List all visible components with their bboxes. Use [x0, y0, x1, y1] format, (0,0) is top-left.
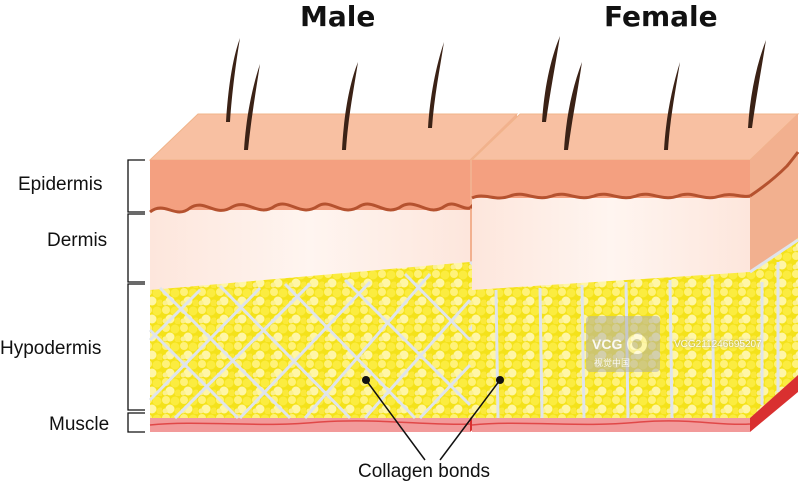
female-right-side [750, 114, 798, 290]
female-skin-block [470, 36, 800, 432]
hypodermis-label: Hypodermis [0, 338, 102, 359]
epidermis-label: Epidermis [18, 174, 103, 195]
male-muscle-layer [150, 418, 470, 432]
female-side-border [749, 151, 800, 198]
hypodermis-bracket [127, 283, 145, 411]
collagen-callout-leaders [362, 376, 504, 461]
female-collagen-marker [496, 376, 504, 384]
muscle-label: Muscle [49, 414, 110, 435]
female-hairs [542, 36, 766, 150]
watermark-id: VCG211246695207 [674, 339, 762, 350]
epidermis-bracket [127, 159, 145, 213]
watermark-logo [586, 316, 660, 372]
female-muscle-side [750, 375, 798, 432]
male-skin-top-surface [148, 113, 519, 161]
male-hypodermis-layer [150, 262, 470, 418]
female-dermis-layer [472, 198, 750, 290]
dermis-label: Dermis [47, 230, 108, 251]
collagen-bonds-caption: Collagen bonds [358, 461, 491, 482]
layer-brackets [127, 159, 145, 433]
male-muscle-fibers [149, 420, 471, 426]
male-title: Male [300, 0, 376, 33]
female-collagen-bonds [494, 238, 799, 419]
male-collagen-marker [362, 376, 370, 384]
watermark-brand-sub: 视觉中国 [594, 358, 631, 368]
male-epidermal-border-line [149, 202, 471, 214]
male-hairs [226, 38, 444, 150]
muscle-bracket [127, 412, 145, 433]
dermis-bracket [127, 213, 145, 283]
watermark-brand: VCG [592, 336, 623, 352]
female-epidermal-border-line [471, 192, 751, 200]
female-muscle-layer [472, 418, 750, 432]
female-muscle-fibers [471, 420, 751, 426]
female-title: Female [604, 0, 718, 33]
male-skin-block [148, 38, 519, 432]
